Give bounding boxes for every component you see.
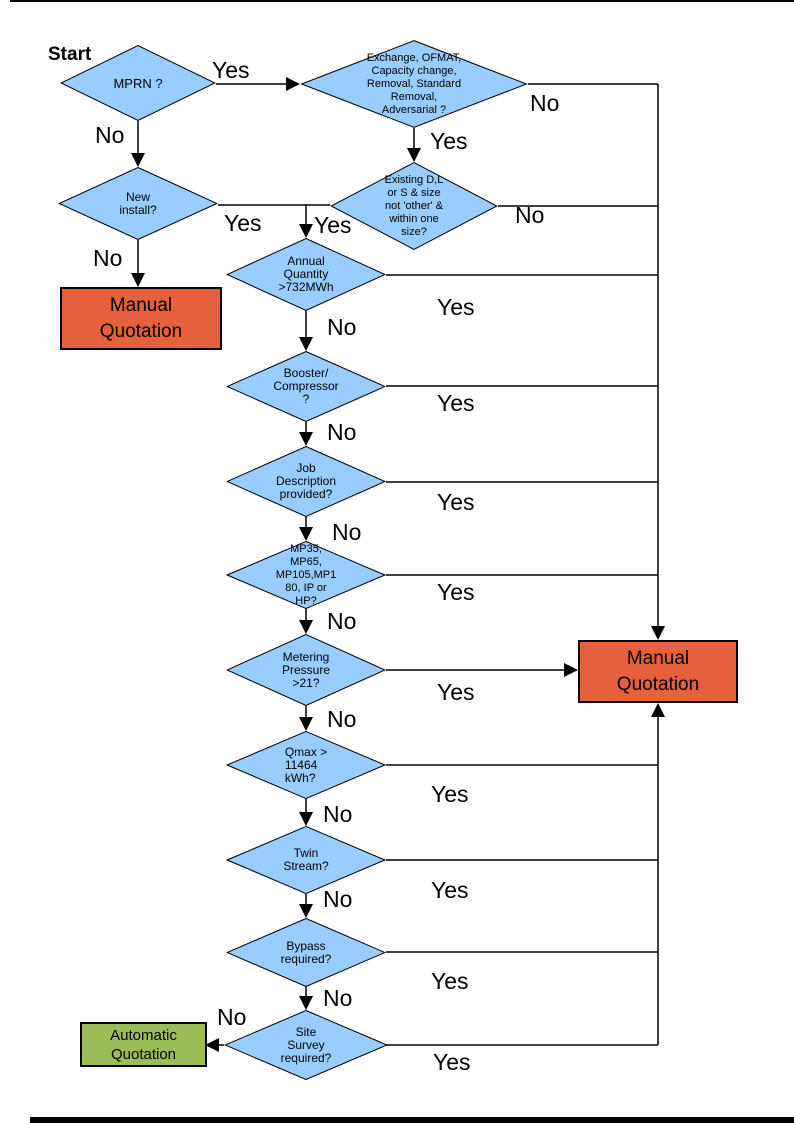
- edge-booster-no: [299, 422, 313, 446]
- edge-label-bypass-yes: Yes: [431, 968, 469, 994]
- decision-site-survey: Site Survey required?: [224, 1010, 388, 1080]
- edge-right-rail-top: [651, 84, 665, 640]
- edge-qmax-no: [299, 799, 313, 826]
- edge-label-metering-yes: Yes: [437, 679, 475, 705]
- page-border-top: [10, 0, 794, 2]
- edge-label-twin-no: No: [323, 886, 353, 912]
- edge-bypass-no: [299, 987, 313, 1010]
- decision-job-description: Job Description provided?: [226, 446, 386, 517]
- edge-label-annual-no: No: [327, 314, 357, 340]
- edge-mprn-no: [131, 121, 145, 167]
- edge-label-booster-no: No: [327, 419, 357, 445]
- edge-job-no: [299, 517, 313, 541]
- decision-site-survey-label: Site Survey required?: [280, 1024, 332, 1065]
- edge-mprn-yes: [216, 77, 300, 91]
- terminal-automatic-quotation-label: Automatic Quotation: [110, 1026, 177, 1063]
- decision-annual-quantity-label: Annual Quantity >732MWh: [278, 254, 334, 294]
- diamond-shape: [226, 351, 386, 422]
- edge-label-bypass-no: No: [323, 985, 353, 1011]
- edge-label-exchange-no: No: [530, 90, 560, 116]
- edge-label-new-install-yes: Yes: [224, 210, 262, 236]
- decision-booster-compressor-label: Booster/ Compressor ?: [273, 366, 339, 406]
- terminal-automatic-quotation: Automatic Quotation: [80, 1022, 207, 1067]
- decision-exchange: Exchange, OFMAT, Capacity change, Remova…: [300, 40, 528, 128]
- edge-mp-no: [299, 609, 313, 634]
- diamond-shape: [224, 1010, 388, 1080]
- decision-existing-size-label: Existing D,L or S & size not 'other' & w…: [384, 173, 444, 238]
- page-border-bottom: [30, 1117, 794, 1123]
- edge-label-mp-yes: Yes: [437, 579, 475, 605]
- terminal-manual-quotation-left: Manual Quotation: [60, 287, 222, 350]
- edge-annual-no: [299, 311, 313, 351]
- decision-metering-pressure: Metering Pressure >21?: [226, 634, 386, 706]
- start-label: Start: [48, 44, 92, 65]
- decision-twin-stream: Twin Stream?: [226, 826, 386, 894]
- edge-label-qmax-yes: Yes: [431, 781, 469, 807]
- decision-booster-compressor: Booster/ Compressor ?: [226, 351, 386, 422]
- terminal-manual-quotation-right-label: Manual Quotation: [616, 647, 700, 695]
- edge-label-twin-yes: Yes: [431, 877, 469, 903]
- decision-meter-pressure-tier: MP35, MP65, MP105,MP1 80, IP or HP?: [226, 541, 386, 609]
- diamond-shape: [226, 826, 386, 894]
- edge-label-metering-no: No: [327, 706, 357, 732]
- edge-twin-no: [299, 894, 313, 918]
- edge-label-qmax-no: No: [323, 801, 353, 827]
- edge-label-annual-yes: Yes: [437, 294, 475, 320]
- diamond-shape: [58, 167, 218, 240]
- edge-label-exchange-yes: Yes: [430, 128, 468, 154]
- diamond-shape: [300, 40, 528, 128]
- diamond-shape: [226, 731, 386, 799]
- decision-job-description-label: Job Description provided?: [275, 461, 337, 501]
- decision-qmax: Qmax > 11464 kWh?: [226, 731, 386, 799]
- decision-qmax-label: Qmax > 11464 kWh?: [284, 744, 328, 785]
- edge-exchange-yes: [407, 128, 421, 162]
- decision-metering-pressure-label: Metering Pressure >21?: [281, 649, 331, 690]
- edge-right-rail-bottom: [651, 703, 665, 1045]
- decision-new-install-label: New install?: [119, 189, 157, 217]
- diamond-shape: [226, 634, 386, 706]
- edge-label-mp-no: No: [327, 608, 357, 634]
- decision-mprn: MPRN ?: [60, 45, 216, 121]
- diamond-shape: [60, 45, 216, 121]
- edge-label-survey-yes: Yes: [433, 1049, 471, 1075]
- edge-label-job-yes: Yes: [437, 489, 475, 515]
- decision-new-install: New install?: [58, 167, 218, 240]
- edge-label-booster-yes: Yes: [437, 390, 475, 416]
- decision-existing-size: Existing D,L or S & size not 'other' & w…: [330, 162, 498, 250]
- edge-label-new-install-no: No: [93, 245, 123, 271]
- diamond-shape: [226, 541, 386, 609]
- diamond-shape: [330, 162, 498, 250]
- decision-meter-pressure-tier-label: MP35, MP65, MP105,MP1 80, IP or HP?: [275, 542, 337, 607]
- terminal-manual-quotation-right: Manual Quotation: [578, 640, 738, 703]
- edge-new-install-no: [131, 240, 145, 287]
- edge-yes-merge: [218, 204, 330, 238]
- edge-survey-no: [205, 1038, 224, 1052]
- diamond-shape: [226, 238, 386, 311]
- decision-mprn-label: MPRN ?: [113, 75, 163, 91]
- edge-label-existing-yes: Yes: [314, 212, 352, 238]
- decision-twin-stream-label: Twin Stream?: [283, 846, 329, 873]
- edge-label-survey-no: No: [217, 1004, 247, 1030]
- diamond-shape: [226, 446, 386, 517]
- edge-metering-yes: [386, 663, 578, 677]
- edge-label-mprn-yes: Yes: [212, 57, 250, 83]
- edge-label-existing-no: No: [515, 202, 545, 228]
- terminal-manual-quotation-left-label: Manual Quotation: [99, 294, 183, 342]
- edge-label-mprn-no: No: [95, 122, 125, 148]
- decision-exchange-label: Exchange, OFMAT, Capacity change, Remova…: [366, 51, 462, 116]
- decision-bypass: Bypass required?: [226, 918, 386, 987]
- edge-label-job-no: No: [332, 519, 362, 545]
- decision-bypass-label: Bypass required?: [280, 938, 332, 966]
- diamond-shape: [226, 918, 386, 987]
- edge-metering-no: [299, 706, 313, 731]
- decision-annual-quantity: Annual Quantity >732MWh: [226, 238, 386, 311]
